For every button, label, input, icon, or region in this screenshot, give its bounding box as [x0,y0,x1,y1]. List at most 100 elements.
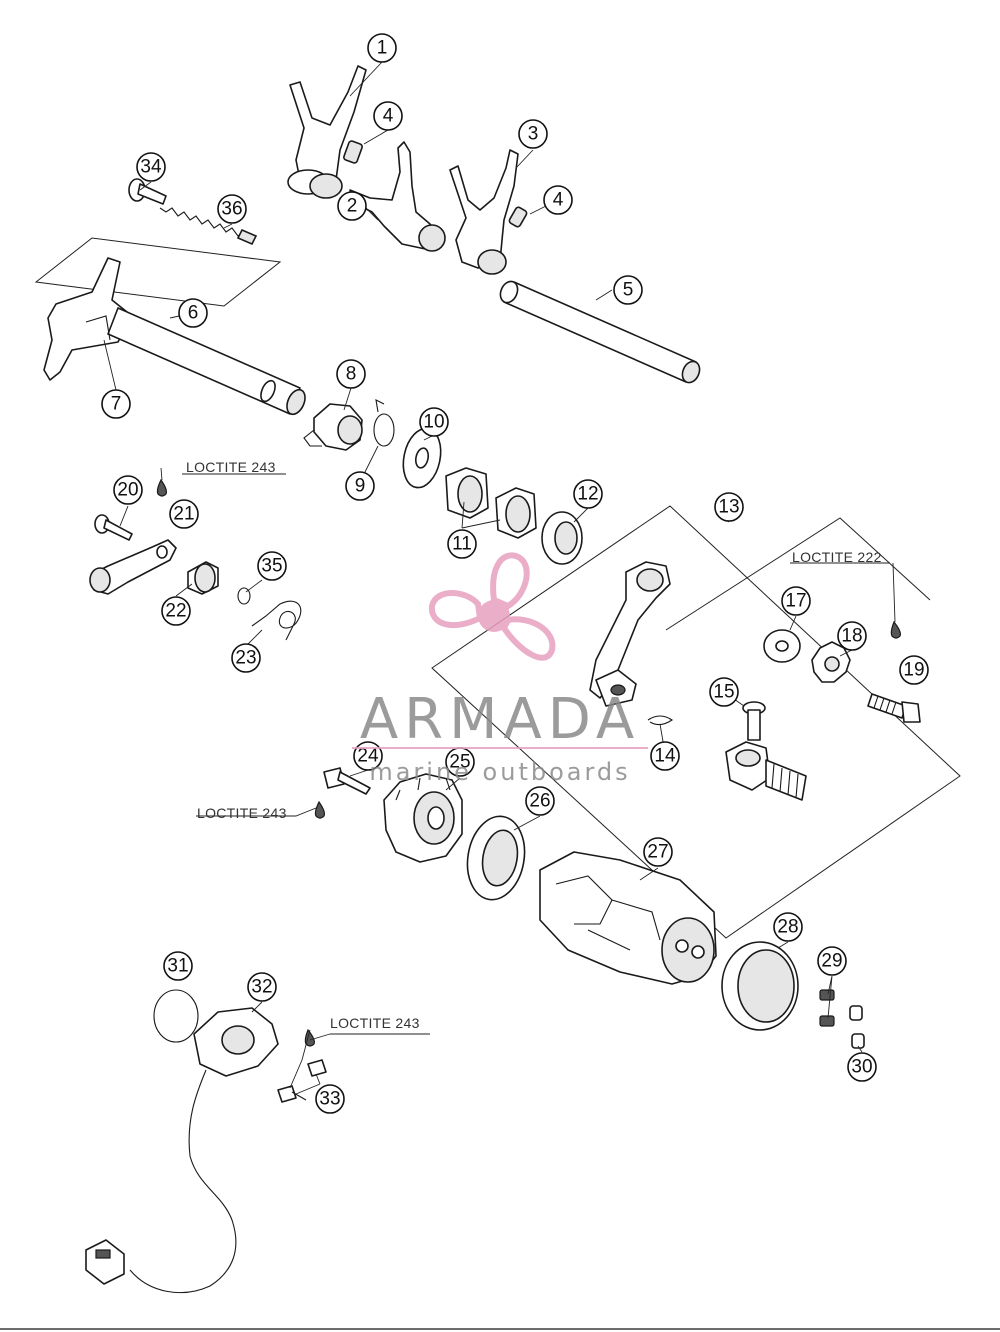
loctite-drop-19 [890,620,901,639]
shift-fork-2 [349,141,446,252]
svg-text:12: 12 [577,484,598,505]
screw-24 [323,767,371,795]
svg-text:34: 34 [140,157,162,178]
propeller-blade-top [490,552,530,610]
callout-12: 12 [573,479,603,509]
callout-29: 29 [817,946,847,976]
callout-2: 2 [337,191,367,221]
shift-arm-panel [431,505,961,939]
propeller-blade-right [500,616,556,661]
loctite-note-19: LOCTITE 222 [792,549,882,565]
shift-shaft [43,257,306,416]
svg-text:25: 25 [449,752,470,773]
svg-text:4: 4 [383,106,394,127]
bearing-26 [466,815,526,901]
shift-shaft-panel [34,237,282,307]
svg-text:13: 13 [718,497,739,518]
needle-bearings [445,467,537,539]
svg-text:36: 36 [221,199,242,220]
svg-text:14: 14 [654,746,676,767]
svg-text:5: 5 [623,280,634,301]
callout-7: 7 [101,389,131,419]
locking-panel [665,517,931,631]
loctite-drop-21 [156,478,168,497]
lever-bolt-20 [94,514,133,541]
arm-adjuster [725,741,807,801]
fork-pin-4-lower [508,206,528,228]
callout-34: 34 [136,152,166,182]
svg-text:18: 18 [841,626,862,647]
bottom-border [0,1328,1000,1330]
callout-5: 5 [613,275,643,305]
lever-bushing [187,561,219,595]
svg-text:1: 1 [377,38,388,59]
callout-10: 10 [419,407,449,437]
shift-lever-22 [89,539,177,595]
svg-text:24: 24 [357,746,379,767]
detent-bolt [128,178,167,205]
callout-4-upper: 4 [373,101,403,131]
shift-arm-13 [589,561,671,707]
callout-28: 28 [773,912,803,942]
callout-18: 18 [837,621,867,651]
callout-35: 35 [257,551,287,581]
sensor-screws-33 [277,1059,327,1103]
callout-24: 24 [353,741,383,771]
svg-text:8: 8 [346,364,357,385]
callout-26: 26 [525,786,555,816]
washer-17 [763,629,801,663]
svg-text:26: 26 [529,791,550,812]
detent-spring [159,207,258,246]
callout-20: 20 [113,475,143,505]
callout-17: 17 [781,586,811,616]
lever-washer-35 [237,587,251,605]
circlip [373,399,395,447]
shift-fork-3 [449,149,519,275]
callout-19: 19 [899,655,929,685]
arm-pin-15 [742,701,766,741]
svg-text:27: 27 [647,842,668,863]
propeller-blade-left [428,590,484,629]
svg-text:35: 35 [261,556,282,577]
loctite-note-33: LOCTITE 243 [330,1015,420,1031]
callout-9: 9 [345,471,375,501]
svg-text:21: 21 [173,504,194,525]
callout-15: 15 [709,677,739,707]
washer-10 [402,427,442,489]
shift-drum-locating-unit [303,403,363,451]
callout-30: 30 [847,1052,877,1082]
shift-fork-1 [287,65,367,199]
loctite-note-21: LOCTITE 243 [186,459,276,475]
callout-31: 31 [163,951,193,981]
callout-1: 1 [367,33,397,63]
callout-3: 3 [518,119,548,149]
callout-22: 22 [161,596,191,626]
svg-text:33: 33 [319,1089,340,1110]
svg-text:2: 2 [347,196,358,217]
bearing-28 [721,941,799,1031]
watermark-brand: ARMADA [360,687,640,752]
watermark-logo: ARMADA marine outboards [352,552,648,786]
callout-13: 13 [714,492,744,522]
svg-text:10: 10 [423,412,444,433]
callout-21: 21 [169,499,199,529]
svg-text:32: 32 [251,977,272,998]
svg-text:6: 6 [188,303,199,324]
callout-4-lower: 4 [543,185,573,215]
shaft-seal-12 [541,511,583,565]
lever-spring-23 [251,600,302,641]
lock-washer-18 [811,641,851,683]
bearing-pin-30 [849,1005,865,1049]
callout-23: 23 [231,643,261,673]
o-ring-31 [153,989,199,1043]
pins-29 [819,989,835,1027]
svg-text:31: 31 [167,956,188,977]
svg-text:19: 19 [903,660,924,681]
callout-27: 27 [643,837,673,867]
svg-text:15: 15 [713,682,734,703]
callout-36: 36 [217,194,247,224]
callout-11: 11 [447,529,477,559]
svg-text:17: 17 [785,591,806,612]
callout-6: 6 [178,298,208,328]
